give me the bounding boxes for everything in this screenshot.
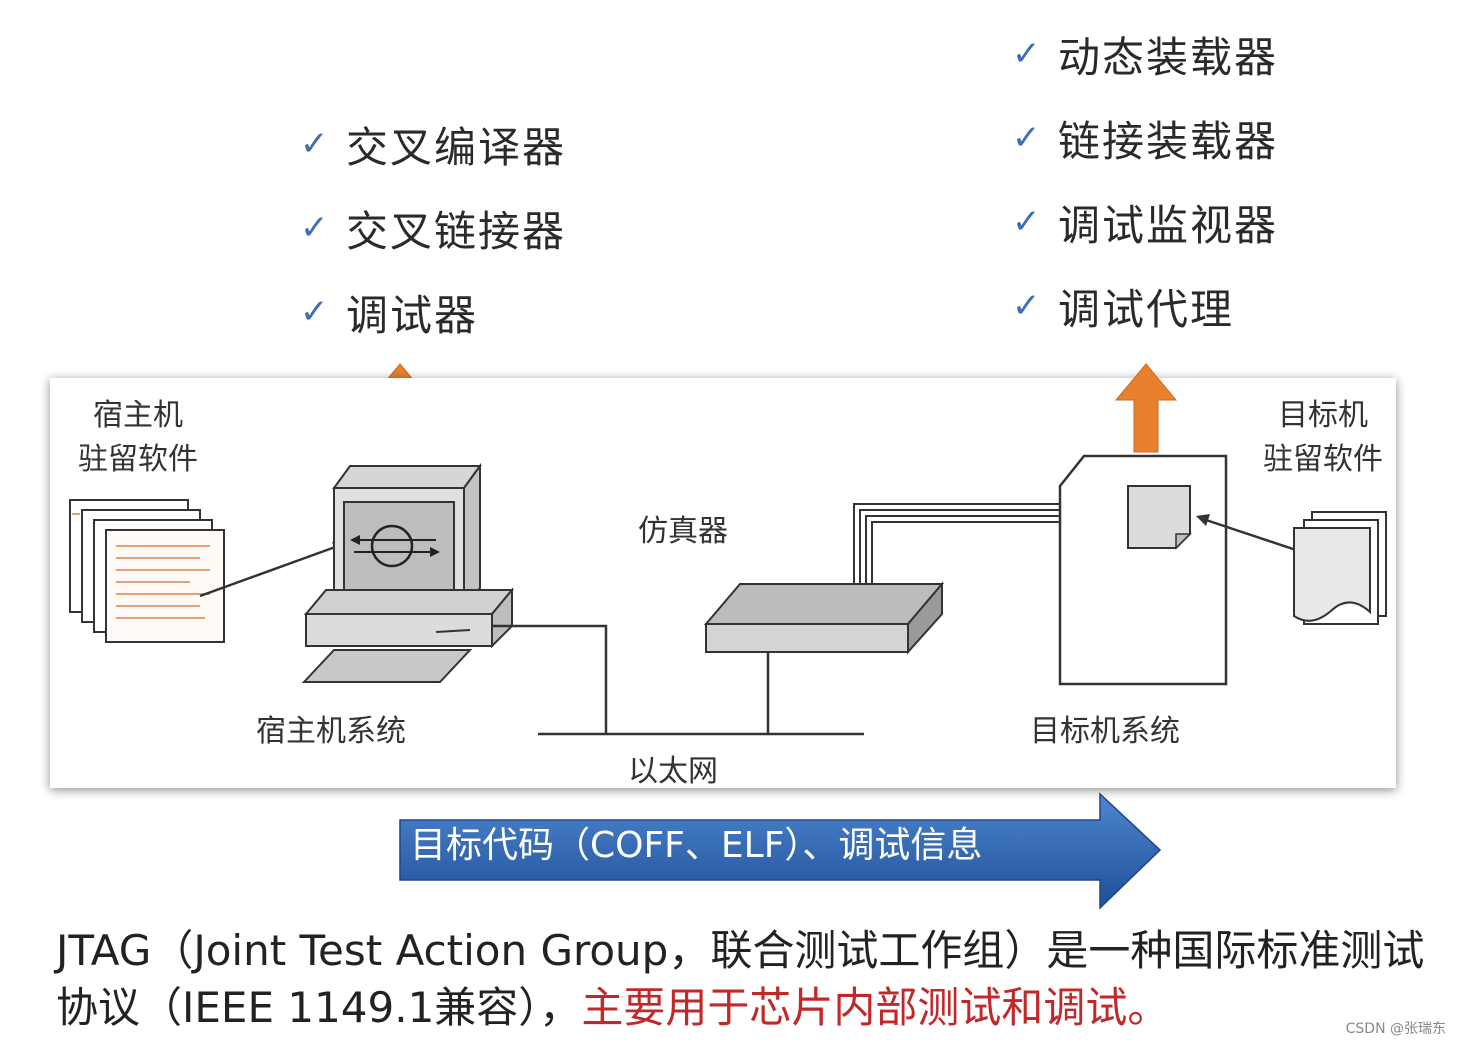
target-tools-list: ✓ 动态装载器 ✓ 链接装载器 ✓ 调试监视器 ✓ 调试代理	[1012, 12, 1278, 348]
jtag-cable	[853, 503, 1060, 584]
target-software-label: 目标机 驻留软件	[1263, 398, 1383, 477]
host-software-docs-icon	[69, 499, 225, 643]
target-board-icon	[1058, 454, 1228, 686]
target-tool-item: ✓ 动态装载器	[1012, 12, 1278, 96]
host-tool-item: ✓ 交叉编译器	[300, 102, 566, 186]
check-icon: ✓	[1012, 118, 1041, 158]
check-icon: ✓	[300, 208, 329, 248]
target-tool-item: ✓ 调试监视器	[1012, 180, 1278, 264]
host-system-label: 宿主机系统	[256, 714, 406, 749]
target-upload-arrow-icon	[1114, 363, 1178, 453]
target-tool-label: 链接装载器	[1058, 116, 1279, 166]
host-tool-item: ✓ 交叉链接器	[300, 186, 566, 270]
host-tool-label: 交叉编译器	[346, 122, 567, 172]
description-highlight: 主要用于芯片内部测试和调试。	[581, 983, 1170, 1032]
host-computer-icon	[301, 462, 515, 683]
emulator-label: 仿真器	[638, 514, 728, 549]
host-load-arrow	[199, 544, 339, 598]
check-icon: ✓	[1012, 34, 1041, 74]
check-icon: ✓	[300, 292, 329, 332]
banner-text: 目标代码（COFF、ELF）、调试信息	[410, 825, 983, 866]
target-tool-item: ✓ 调试代理	[1012, 264, 1278, 348]
description-text: JTAG（Joint Test Action Group，联合测试工作组）是一种…	[56, 926, 1425, 1032]
ethernet-wiring	[492, 624, 864, 736]
host-tools-list: ✓ 交叉编译器 ✓ 交叉链接器 ✓ 调试器	[300, 102, 566, 354]
target-tool-label: 调试监视器	[1058, 200, 1279, 250]
host-software-label: 宿主机 驻留软件	[78, 398, 198, 477]
check-icon: ✓	[1012, 286, 1041, 326]
watermark: CSDN @张瑞东	[1345, 1021, 1446, 1037]
emulator-device-icon	[703, 581, 945, 655]
code-transfer-banner: 目标代码（COFF、ELF）、调试信息	[398, 792, 1163, 910]
target-system-label: 目标机系统	[1030, 714, 1180, 749]
check-icon: ✓	[1012, 202, 1041, 242]
diagram-panel: 宿主机 驻留软件 目标机 驻留软件 仿真器 宿主机系统 目标机系统 以太网	[50, 378, 1396, 789]
jtag-description: JTAG（Joint Test Action Group，联合测试工作组）是一种…	[56, 922, 1446, 1036]
target-tool-label: 调试代理	[1058, 284, 1235, 334]
host-tool-label: 调试器	[346, 290, 479, 340]
target-software-docs-icon	[1293, 511, 1387, 625]
check-icon: ✓	[300, 124, 329, 164]
host-tool-label: 交叉链接器	[346, 206, 567, 256]
target-tool-item: ✓ 链接装载器	[1012, 96, 1278, 180]
ethernet-label: 以太网	[628, 754, 718, 789]
target-tool-label: 动态装载器	[1058, 32, 1279, 82]
diagram-drawing	[69, 454, 1387, 736]
host-tool-item: ✓ 调试器	[300, 270, 566, 354]
banner-arrow-icon	[399, 792, 1162, 910]
